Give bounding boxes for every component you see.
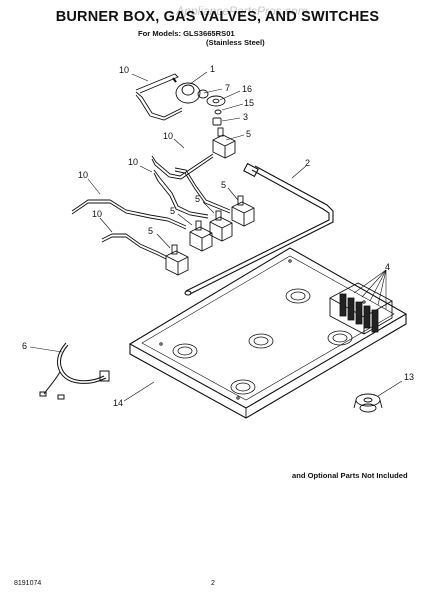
- callout-6: 6: [22, 341, 27, 351]
- document-number: 8191074: [14, 580, 42, 587]
- callout-10a: 10: [119, 65, 129, 75]
- callout-10e: 10: [92, 209, 102, 219]
- leader-lines: [29, 71, 403, 402]
- callout-14: 14: [113, 398, 123, 408]
- manifold-pipe: [184, 162, 334, 296]
- callout-3: 3: [243, 112, 248, 122]
- callout-5b: 5: [221, 180, 226, 190]
- callout-16: 16: [242, 84, 252, 94]
- watermark: AppliancePartsPros.com: [176, 4, 308, 18]
- wire-harness: [39, 342, 110, 400]
- finish-line: (Stainless Steel): [206, 38, 265, 47]
- page-title: BURNER BOX, GAS VALVES, AND SWITCHES: [55, 9, 380, 25]
- page-number: 2: [211, 580, 215, 587]
- callout-1: 1: [210, 64, 215, 74]
- callout-7: 7: [225, 83, 230, 93]
- callout-4: 4: [385, 262, 390, 272]
- burner-openings: [172, 288, 353, 395]
- callout-5a: 5: [246, 129, 251, 139]
- optional-parts-note: and Optional Parts Not Included: [292, 471, 408, 480]
- callout-10b: 10: [163, 131, 173, 141]
- callout-15: 15: [244, 98, 254, 108]
- receptacle-13: [353, 393, 383, 413]
- knob-assembly-parts: [175, 82, 226, 126]
- callout-5c: 5: [195, 194, 200, 204]
- spark-switch-module: [329, 282, 393, 335]
- gas-valves: [165, 127, 255, 276]
- burner-box: [128, 247, 408, 419]
- burner-tubes: [71, 73, 231, 260]
- callout-numbers: 1 7 16 15 3 5 2 10 10 10 10 10 5 5 5 5 4…: [22, 64, 414, 408]
- models-line: For Models: GLS3665RS01: [138, 29, 235, 38]
- callout-13: 13: [404, 372, 414, 382]
- callout-5d: 5: [170, 206, 175, 216]
- callout-2: 2: [305, 158, 310, 168]
- callout-5e: 5: [148, 226, 153, 236]
- callout-10c: 10: [128, 157, 138, 167]
- callout-10d: 10: [78, 170, 88, 180]
